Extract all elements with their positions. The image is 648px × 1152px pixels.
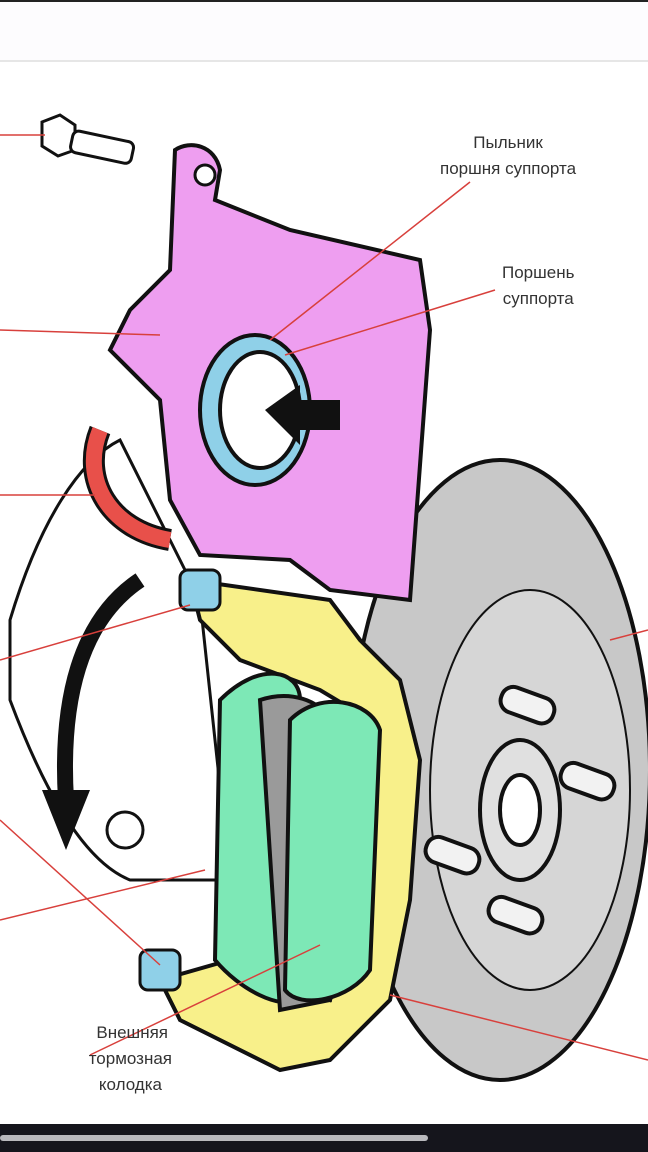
brake-disc bbox=[348, 458, 648, 1082]
scroll-progress-bar[interactable] bbox=[0, 1135, 428, 1141]
label-line: Внешняя bbox=[96, 1023, 168, 1042]
label-piston: Поршень суппорта bbox=[502, 260, 574, 312]
brake-pads bbox=[212, 671, 383, 1013]
label-piston-boot: Пыльник поршня суппорта bbox=[440, 130, 576, 182]
status-bar-edge bbox=[0, 0, 648, 2]
viewer-header bbox=[0, 2, 648, 62]
viewer-bottom-bar bbox=[0, 1124, 648, 1152]
force-arrow bbox=[265, 385, 340, 445]
label-line: колодка bbox=[98, 1075, 162, 1094]
label-line: суппорта bbox=[502, 289, 574, 308]
diagram-illustration bbox=[0, 113, 648, 1082]
label-line: Пыльник bbox=[473, 133, 543, 152]
rotation-arrow bbox=[56, 573, 145, 801]
caliper-bolt bbox=[40, 113, 136, 165]
brake-caliper-diagram: Пыльник поршня суппорта Поршень суппорта… bbox=[0, 62, 648, 1124]
leader-lines bbox=[0, 134, 648, 1061]
label-line: Поршень bbox=[502, 263, 575, 282]
label-line: поршня суппорта bbox=[440, 159, 577, 178]
guide-pin-boots bbox=[138, 568, 222, 992]
label-line: тормозная bbox=[88, 1049, 172, 1068]
caliper-piston bbox=[198, 333, 312, 487]
